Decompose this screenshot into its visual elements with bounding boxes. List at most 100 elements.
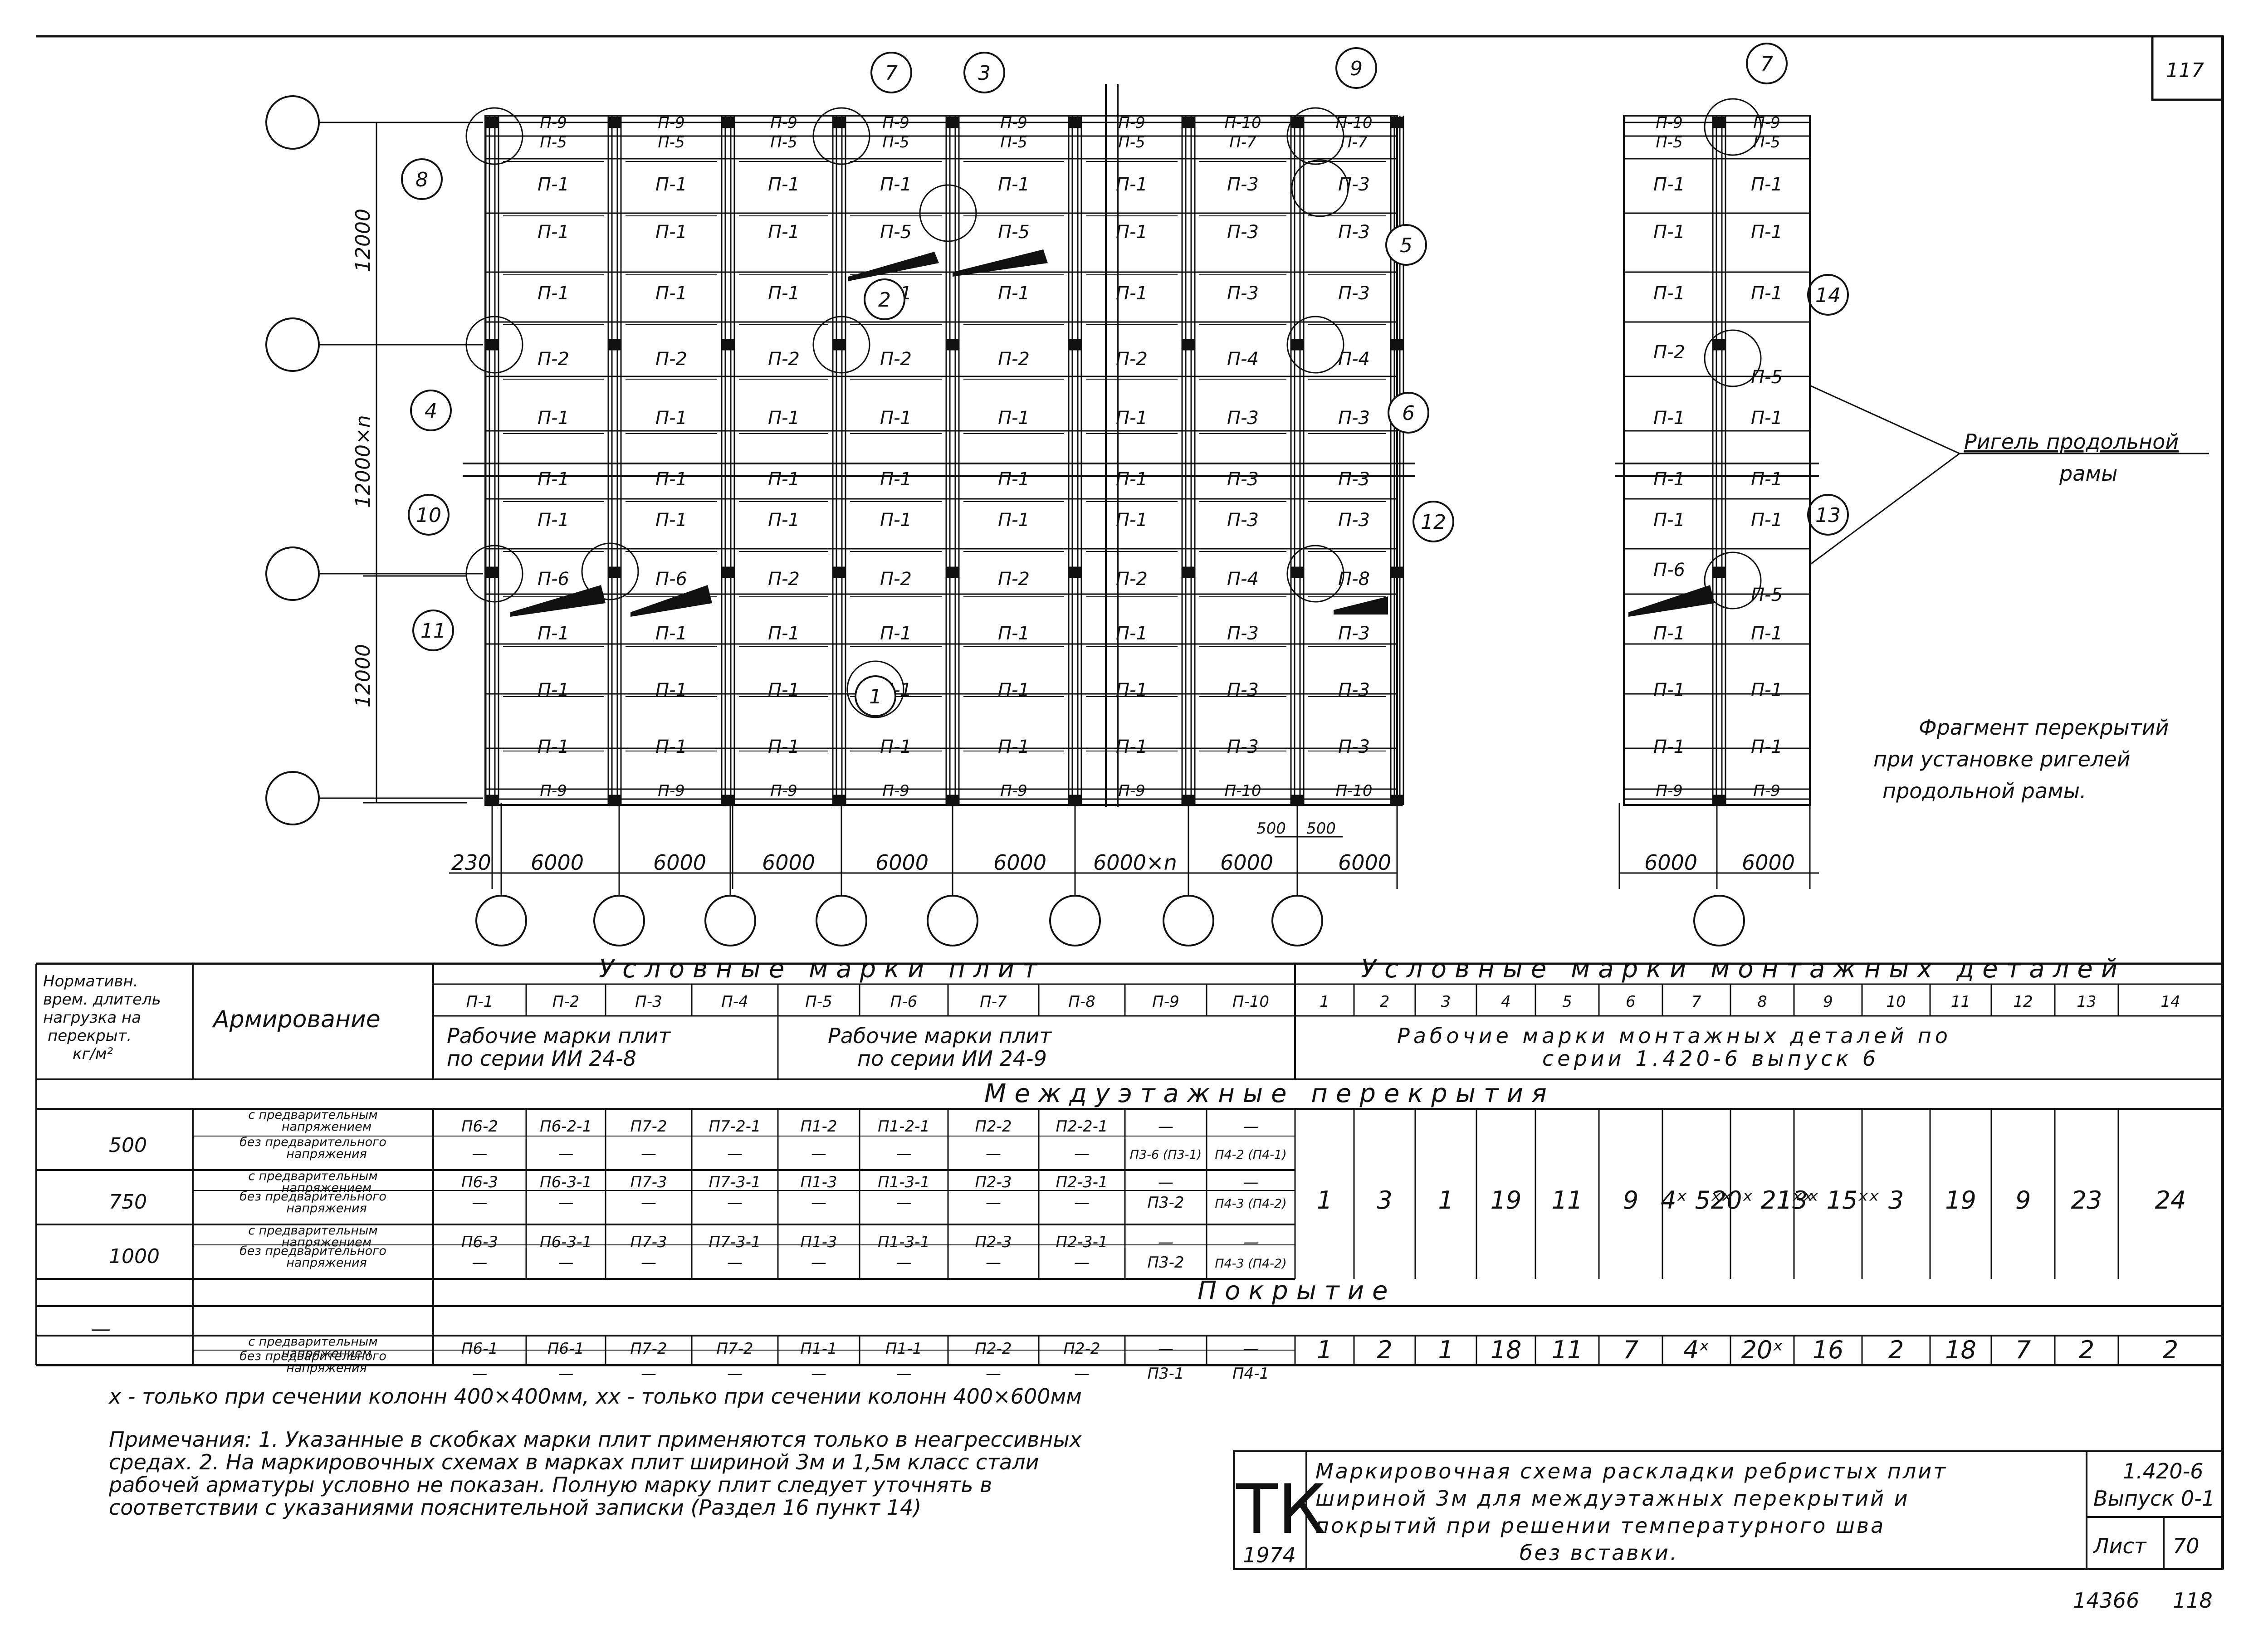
plate-mark-cell: — — [558, 1254, 574, 1272]
detail-code: 4 — [1501, 993, 1511, 1011]
plate-mark-cell: П2-2 — [975, 1117, 1012, 1136]
side-slab-mark: П-1 — [1751, 222, 1783, 243]
slab-mark: П-1 — [655, 408, 687, 429]
slab-mark: П-1 — [655, 283, 687, 304]
slab-mark: П-1 — [655, 174, 687, 195]
column-square — [609, 566, 621, 578]
floor-detail-cell: 9 — [2015, 1186, 2031, 1215]
noprestress-label-2: напряжения — [286, 1147, 367, 1161]
callout-circle — [963, 52, 1005, 93]
slab-mark: П-1 — [768, 510, 800, 531]
plate-mark-cell: — — [1074, 1254, 1090, 1272]
floor-detail-cell: 3 — [1888, 1186, 1904, 1215]
dim-230: 230 — [451, 850, 491, 875]
rigel-label-2: рамы — [2059, 461, 2117, 486]
plate-mark-cell: — — [1158, 1173, 1173, 1191]
plate-mark-cell: П1-2-1 — [878, 1117, 930, 1136]
callout-number: 5 — [1400, 234, 1413, 257]
plate-mark-cell: П3-6 (П3-1) — [1130, 1148, 1202, 1162]
sheet-value: 70 — [2173, 1534, 2200, 1558]
slab-mark: П-3 — [1338, 283, 1370, 304]
plate-mark-cell: — — [1243, 1117, 1259, 1136]
title-line-2: шириной 3м для междуэтажных перекрытий и — [1315, 1486, 1910, 1511]
slab-mark: П-1 — [768, 737, 800, 757]
callout-circle — [864, 278, 905, 320]
slab-mark: П-1 — [655, 222, 687, 243]
load-header-line-1: Нормативн. — [43, 972, 138, 990]
slab-mark: П-9 — [882, 782, 909, 800]
slab-mark: П-9 — [658, 782, 684, 800]
dim-span-1: 6000 — [531, 850, 584, 875]
side-slab-mark: П-1 — [1653, 623, 1685, 644]
plate-mark-cell: — — [986, 1365, 1001, 1383]
plate-mark-cell: П6-2-1 — [540, 1117, 592, 1136]
plate-mark-cell: П7-3 — [630, 1233, 667, 1251]
floor-detail-cell: 23 — [2071, 1186, 2102, 1215]
column-square — [833, 339, 845, 351]
dim-vertical-2: 12000×n — [352, 415, 375, 508]
slab-mark: П-1 — [538, 680, 569, 701]
slab-mark: П-1 — [1116, 283, 1148, 304]
plate-mark-cell: П4-3 (П4-2) — [1215, 1257, 1286, 1271]
side-slab-mark: П-1 — [1653, 174, 1685, 195]
side-dim-1: 6000 — [1644, 850, 1697, 875]
side-wedge — [1628, 585, 1715, 617]
column-square — [1291, 795, 1303, 806]
plate-code: П-10 — [1232, 993, 1269, 1011]
sheet-number-top: 117 — [2166, 59, 2204, 82]
load-header-line-5: кг/м² — [73, 1045, 113, 1063]
column-square — [486, 566, 498, 578]
floor-detail-cell: 20ˣ 21ˣˣ — [1711, 1186, 1814, 1215]
side-slab-mark: П-5 — [1656, 133, 1682, 151]
axis-circle — [927, 895, 978, 946]
plate-mark-cell: — — [896, 1365, 912, 1383]
side-slab-mark: П-1 — [1653, 283, 1685, 304]
prestress-label-2: напряжением — [282, 1235, 371, 1249]
column-square — [1069, 566, 1081, 578]
load-header-line-3: нагрузка на — [43, 1009, 141, 1027]
node-ring — [812, 316, 870, 374]
column-square — [833, 566, 845, 578]
plate-mark-cell: П6-1 — [547, 1340, 584, 1358]
side-slab-mark: П-1 — [1751, 283, 1783, 304]
floor-detail-cell: 4ˣ 5ˣˣ — [1661, 1186, 1732, 1215]
callout-circle — [1807, 494, 1849, 536]
roof-detail-cell: 1 — [1317, 1336, 1332, 1364]
noprestress-label-1: без предварительного — [240, 1190, 386, 1204]
plate-mark-cell: П3-1 — [1147, 1365, 1184, 1383]
slab-mark: П-1 — [1116, 680, 1148, 701]
callout-number: 9 — [1350, 57, 1363, 80]
plate-mark-cell: П6-3-1 — [540, 1233, 592, 1251]
callout-circle — [401, 158, 443, 200]
plate-mark-cell: — — [641, 1145, 656, 1163]
callout-number: 4 — [425, 400, 437, 423]
slab-mark: П-1 — [880, 510, 912, 531]
slab-mark: П-1 — [1116, 222, 1148, 243]
roof-detail-cell: 2 — [2079, 1336, 2094, 1364]
slab-mark: П-1 — [998, 408, 1030, 429]
column-square — [1183, 339, 1194, 351]
noprestress-label-2: напряжения — [286, 1361, 367, 1375]
plate-mark-cell: П1-1 — [885, 1340, 922, 1358]
column-square — [1391, 566, 1403, 578]
slab-mark: П-1 — [538, 737, 569, 757]
axis-circle — [1163, 895, 1214, 946]
slab-mark: П-3 — [1338, 623, 1370, 644]
plate-code: П-8 — [1068, 993, 1095, 1011]
slab-mark: П-7 — [1229, 133, 1256, 151]
plate-mark-cell: П1-3-1 — [878, 1173, 930, 1191]
load-header-line-4: перекрыт. — [48, 1027, 132, 1045]
column-square — [609, 339, 621, 351]
plate-mark-cell: — — [1243, 1173, 1259, 1191]
floor-detail-cell: 3 — [1377, 1186, 1392, 1215]
side-slab-mark: П-1 — [1653, 680, 1685, 701]
plate-mark-cell: П7-2 — [630, 1340, 667, 1358]
slab-mark: П-5 — [882, 133, 909, 151]
detail-code: 9 — [1823, 993, 1833, 1011]
plate-code: П-3 — [635, 993, 662, 1011]
slab-mark: П-3 — [1338, 737, 1370, 757]
slab-mark: П-1 — [768, 623, 800, 644]
node-ring — [1291, 159, 1349, 217]
vertical-dimension-chain — [363, 122, 467, 804]
